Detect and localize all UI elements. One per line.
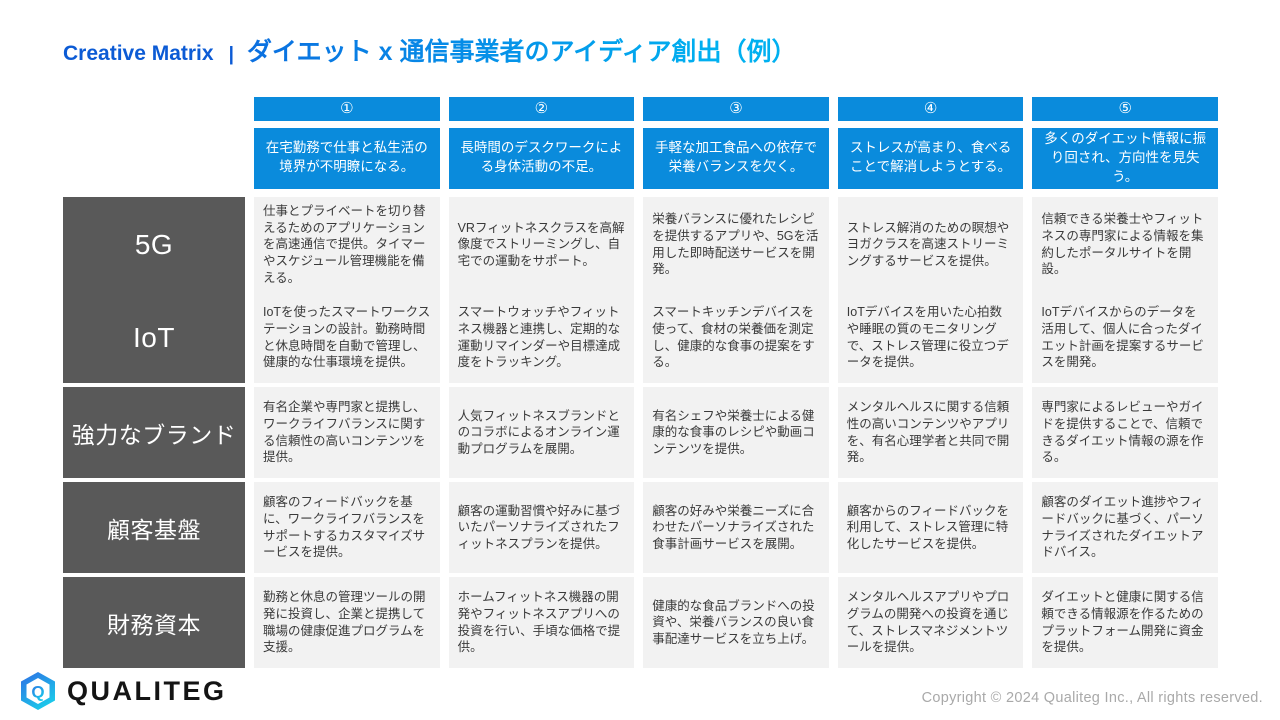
column-header-3: 手軽な加工食品への依存で栄養バランスを欠く。 [643, 128, 829, 189]
cell-text: 勤務と休息の管理ツールの開発に投資し、企業と提携して職場の健康促進プログラムを支… [263, 590, 426, 655]
matrix-cell-r3c5: 専門家によるレビューやガイドを提供することで、信頼できるダイエット情報の源を作る… [1032, 387, 1218, 478]
matrix-cell-r1c2: VRフィットネスクラスを高解像度でストリーミングし、自宅での運動をサポート。 [448, 197, 635, 293]
qualiteg-logo: Q QUALITEG [18, 671, 227, 711]
corner-spacer [63, 128, 245, 189]
page-title: Creative Matrix | ダイエット x 通信事業者のアイディア創出（… [63, 32, 796, 68]
row-header-financial-capital: 財務資本 [63, 577, 245, 668]
column-number-2: ② [448, 97, 635, 121]
row-header-5g: 5G [63, 197, 245, 293]
column-header-2: 長時間のデスクワークによる身体活動の不足。 [448, 128, 635, 189]
cell-text: ホームフィットネス機器の開発やフィットネスアプリへの投資を行い、手頃な価格で提供… [457, 590, 621, 655]
qualiteg-hexagon-icon: Q [21, 672, 55, 710]
title-japanese: ダイエット x 通信事業者のアイディア創出（例） [247, 32, 797, 68]
column-number-4: ④ [837, 97, 1024, 121]
cell-text: 顧客のダイエット進捗やフィードバックに基づく、パーソナライズされたダイエットアド… [1041, 495, 1204, 560]
matrix-cell-r5c5: ダイエットと健康に関する信頼できる情報源を作るためのプラットフォーム開発に資金を… [1032, 577, 1218, 668]
cell-text: メンタルヘルスに関する信頼性の高いコンテンツやアプリを、有名心理学者と共同で開発… [846, 400, 1010, 465]
matrix-cell-r1c3: 栄養バランスに優れたレシピを提供するアプリや、5Gを活用した即時配送サービスを開… [643, 197, 829, 293]
cell-text: 有名シェフや栄養士による健康的な食事のレシピや動画コンテンツを提供。 [652, 408, 815, 456]
cell-text: 顧客の運動習慣や好みに基づいたパーソナライズされたフィットネスプランを提供。 [457, 503, 621, 551]
cell-text: 栄養バランスに優れたレシピを提供するアプリや、5Gを活用した即時配送サービスを開… [652, 212, 819, 277]
matrix-row-financial-capital: 財務資本 勤務と休息の管理ツールの開発に投資し、企業と提携して職場の健康促進プロ… [63, 577, 1218, 668]
title-english: Creative Matrix [63, 42, 214, 65]
matrix-cell-r1c4: ストレス解消のための瞑想やヨガクラスを高速ストリーミングするサービスを提供。 [837, 197, 1024, 293]
matrix-cell-r2c4: IoTデバイスを用いた心拍数や睡眠の質のモニタリングで、ストレス管理に役立つデー… [837, 292, 1024, 383]
column-number-3: ③ [643, 97, 829, 121]
row-header-brand: 強力なブランド [63, 387, 245, 478]
cell-text: IoTデバイスからのデータを活用して、個人に合ったダイエット計画を提案するサービ… [1041, 305, 1204, 370]
qualiteg-logo-text: QUALITEG [67, 675, 227, 706]
matrix-row-iot: IoT IoTを使ったスマートワークステーションの設計。勤務時間と休息時間を自動… [63, 292, 1218, 383]
title-separator: | [228, 44, 234, 65]
matrix-cell-r5c2: ホームフィットネス機器の開発やフィットネスアプリへの投資を行い、手頃な価格で提供… [448, 577, 635, 668]
matrix-cell-r2c5: IoTデバイスからのデータを活用して、個人に合ったダイエット計画を提案するサービ… [1032, 292, 1218, 383]
matrix-cell-r1c5: 信頼できる栄養士やフィットネスの専門家による情報を集約したポータルサイトを開設。 [1032, 197, 1218, 293]
cell-text: ストレス解消のための瞑想やヨガクラスを高速ストリーミングするサービスを提供。 [846, 220, 1010, 268]
matrix-cell-r1c1: 仕事とプライベートを切り替えるためのアプリケーションを高速通信で提供。タイマーや… [254, 197, 440, 293]
matrix-cell-r5c3: 健康的な食品ブランドへの投資や、栄養バランスの良い食事配達サービスを立ち上げ。 [643, 577, 829, 668]
column-number-1: ① [254, 97, 440, 121]
column-number-5: ⑤ [1032, 97, 1218, 121]
matrix-cell-r5c4: メンタルヘルスアプリやプログラムの開発への投資を通じて、ストレスマネジメントツー… [837, 577, 1024, 668]
row-header-iot: IoT [63, 292, 245, 383]
matrix-row-brand: 強力なブランド 有名企業や専門家と提携し、ワークライフバランスに関する信頼性の高… [63, 387, 1218, 478]
cell-text: IoTデバイスを用いた心拍数や睡眠の質のモニタリングで、ストレス管理に役立つデー… [846, 305, 1009, 370]
matrix-cell-r2c2: スマートウォッチやフィットネス機器と連携し、定期的な運動リマインダーや目標達成度… [448, 292, 635, 383]
matrix-cell-r2c1: IoTを使ったスマートワークステーションの設計。勤務時間と休息時間を自動で管理し… [254, 292, 440, 383]
cell-text: 有名企業や専門家と提携し、ワークライフバランスに関する信頼性の高いコンテンツを提… [263, 400, 426, 465]
cell-text: 顧客からのフィードバックを利用して、ストレス管理に特化したサービスを提供。 [846, 503, 1010, 551]
creative-matrix: ① ② ③ ④ ⑤ 在宅勤務で仕事と私生活の境界が不明瞭になる。 長時間のデスク… [63, 97, 1218, 672]
matrix-cell-r5c1: 勤務と休息の管理ツールの開発に投資し、企業と提携して職場の健康促進プログラムを支… [254, 577, 440, 668]
column-header-row: 在宅勤務で仕事と私生活の境界が不明瞭になる。 長時間のデスクワークによる身体活動… [63, 128, 1218, 189]
matrix-cell-r2c3: スマートキッチンデバイスを使って、食材の栄養価を測定し、健康的な食事の提案をする… [643, 292, 829, 383]
logo-q-mark: Q [31, 683, 44, 702]
matrix-cell-r3c3: 有名シェフや栄養士による健康的な食事のレシピや動画コンテンツを提供。 [643, 387, 829, 478]
column-header-5: 多くのダイエット情報に振り回され、方向性を見失う。 [1032, 128, 1218, 189]
cell-text: ダイエットと健康に関する信頼できる情報源を作るためのプラットフォーム開発に資金を… [1041, 590, 1204, 655]
cell-text: 健康的な食品ブランドへの投資や、栄養バランスの良い食事配達サービスを立ち上げ。 [652, 598, 815, 646]
column-number-row: ① ② ③ ④ ⑤ [63, 97, 1218, 121]
row-header-customer-base: 顧客基盤 [63, 482, 245, 573]
cell-text: 顧客の好みや栄養ニーズに合わせたパーソナライズされた食事計画サービスを展開。 [652, 503, 815, 551]
matrix-cell-r4c5: 顧客のダイエット進捗やフィードバックに基づく、パーソナライズされたダイエットアド… [1032, 482, 1218, 573]
cell-text: スマートウォッチやフィットネス機器と連携し、定期的な運動リマインダーや目標達成度… [457, 305, 621, 370]
cell-text: VRフィットネスクラスを高解像度でストリーミングし、自宅での運動をサポート。 [457, 220, 625, 268]
cell-text: 専門家によるレビューやガイドを提供することで、信頼できるダイエット情報の源を作る… [1041, 400, 1204, 465]
cell-text: 信頼できる栄養士やフィットネスの専門家による情報を集約したポータルサイトを開設。 [1041, 212, 1204, 277]
matrix-cell-r4c1: 顧客のフィードバックを基に、ワークライフバランスをサポートするカスタマイズサービ… [254, 482, 440, 573]
matrix-cell-r3c2: 人気フィットネスブランドとのコラボによるオンライン運動プログラムを展開。 [448, 387, 635, 478]
copyright-text: Copyright © 2024 Qualiteg Inc., All righ… [921, 690, 1263, 706]
matrix-cell-r4c2: 顧客の運動習慣や好みに基づいたパーソナライズされたフィットネスプランを提供。 [448, 482, 635, 573]
column-header-4: ストレスが高まり、食べることで解消しようとする。 [837, 128, 1024, 189]
matrix-cell-r3c4: メンタルヘルスに関する信頼性の高いコンテンツやアプリを、有名心理学者と共同で開発… [837, 387, 1024, 478]
cell-text: スマートキッチンデバイスを使って、食材の栄養価を測定し、健康的な食事の提案をする… [652, 305, 815, 370]
matrix-row-5g: 5G 仕事とプライベートを切り替えるためのアプリケーションを高速通信で提供。タイ… [63, 197, 1218, 293]
matrix-row-customer-base: 顧客基盤 顧客のフィードバックを基に、ワークライフバランスをサポートするカスタマ… [63, 482, 1218, 573]
column-header-1: 在宅勤務で仕事と私生活の境界が不明瞭になる。 [254, 128, 440, 189]
cell-text: IoTを使ったスマートワークステーションの設計。勤務時間と休息時間を自動で管理し… [263, 305, 431, 370]
matrix-cell-r3c1: 有名企業や専門家と提携し、ワークライフバランスに関する信頼性の高いコンテンツを提… [254, 387, 440, 478]
matrix-cell-r4c3: 顧客の好みや栄養ニーズに合わせたパーソナライズされた食事計画サービスを展開。 [643, 482, 829, 573]
corner-spacer [63, 97, 245, 121]
cell-text: メンタルヘルスアプリやプログラムの開発への投資を通じて、ストレスマネジメントツー… [846, 590, 1010, 655]
cell-text: 仕事とプライベートを切り替えるためのアプリケーションを高速通信で提供。タイマーや… [263, 204, 426, 285]
matrix-cell-r4c4: 顧客からのフィードバックを利用して、ストレス管理に特化したサービスを提供。 [837, 482, 1024, 573]
cell-text: 人気フィットネスブランドとのコラボによるオンライン運動プログラムを展開。 [457, 408, 620, 456]
cell-text: 顧客のフィードバックを基に、ワークライフバランスをサポートするカスタマイズサービ… [263, 495, 426, 560]
